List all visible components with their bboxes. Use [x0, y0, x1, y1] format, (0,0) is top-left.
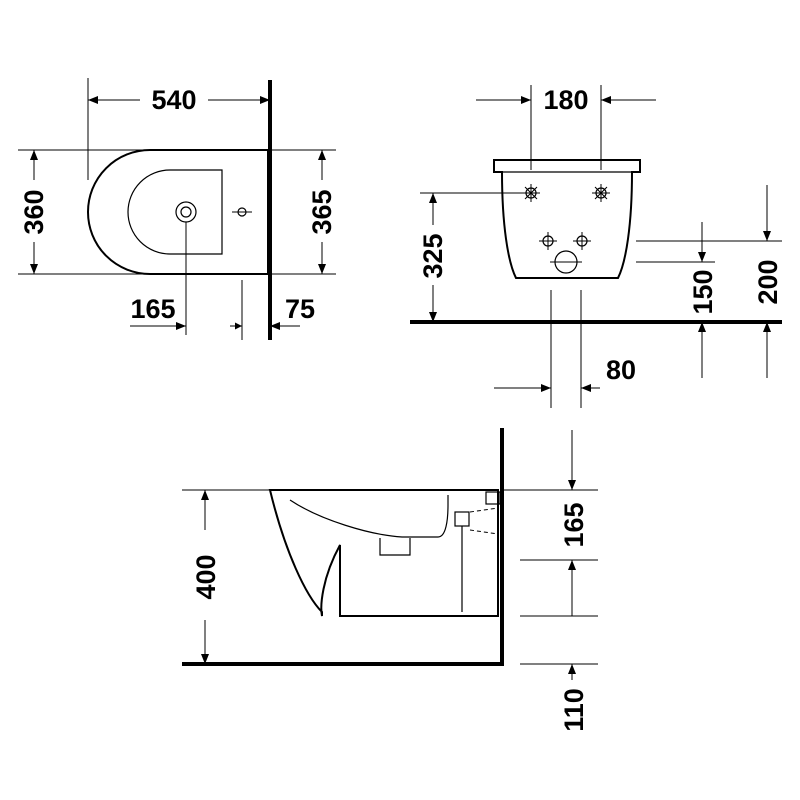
dim-floor-offset: 110 [559, 688, 589, 732]
dim-supply-height: 200 [753, 259, 783, 304]
supply-icon [539, 232, 557, 250]
fixing-icon [522, 184, 540, 202]
dim-fixing-spacing: 180 [543, 85, 588, 115]
dim-tap-hole-offset: 165 [130, 294, 175, 324]
front-view: 180 325 150 200 80 [410, 85, 783, 408]
fixing-icon [592, 184, 610, 202]
fixing-bracket-icon [485, 491, 501, 505]
top-view: 540 360 365 165 75 [18, 78, 337, 340]
drain-inner-icon [180, 206, 192, 218]
dim-width: 360 [19, 189, 49, 234]
bidet-outline [86, 149, 269, 275]
dim-length: 540 [151, 85, 196, 115]
dim-wall-width: 365 [307, 189, 337, 234]
dim-fixing-offset: 75 [285, 294, 315, 324]
supply-icon [573, 232, 591, 250]
bidet-front-outline [493, 159, 641, 279]
dim-waste-height: 150 [688, 269, 718, 314]
dim-waste-width: 80 [606, 355, 636, 385]
dim-fixing-height: 325 [418, 233, 448, 278]
side-view: 400 165 110 [182, 428, 598, 732]
dim-side-height: 400 [191, 554, 221, 599]
bowl-outline [127, 169, 223, 255]
bidet-side-outline [268, 489, 499, 617]
dim-side-fixing-depth: 165 [559, 502, 589, 547]
